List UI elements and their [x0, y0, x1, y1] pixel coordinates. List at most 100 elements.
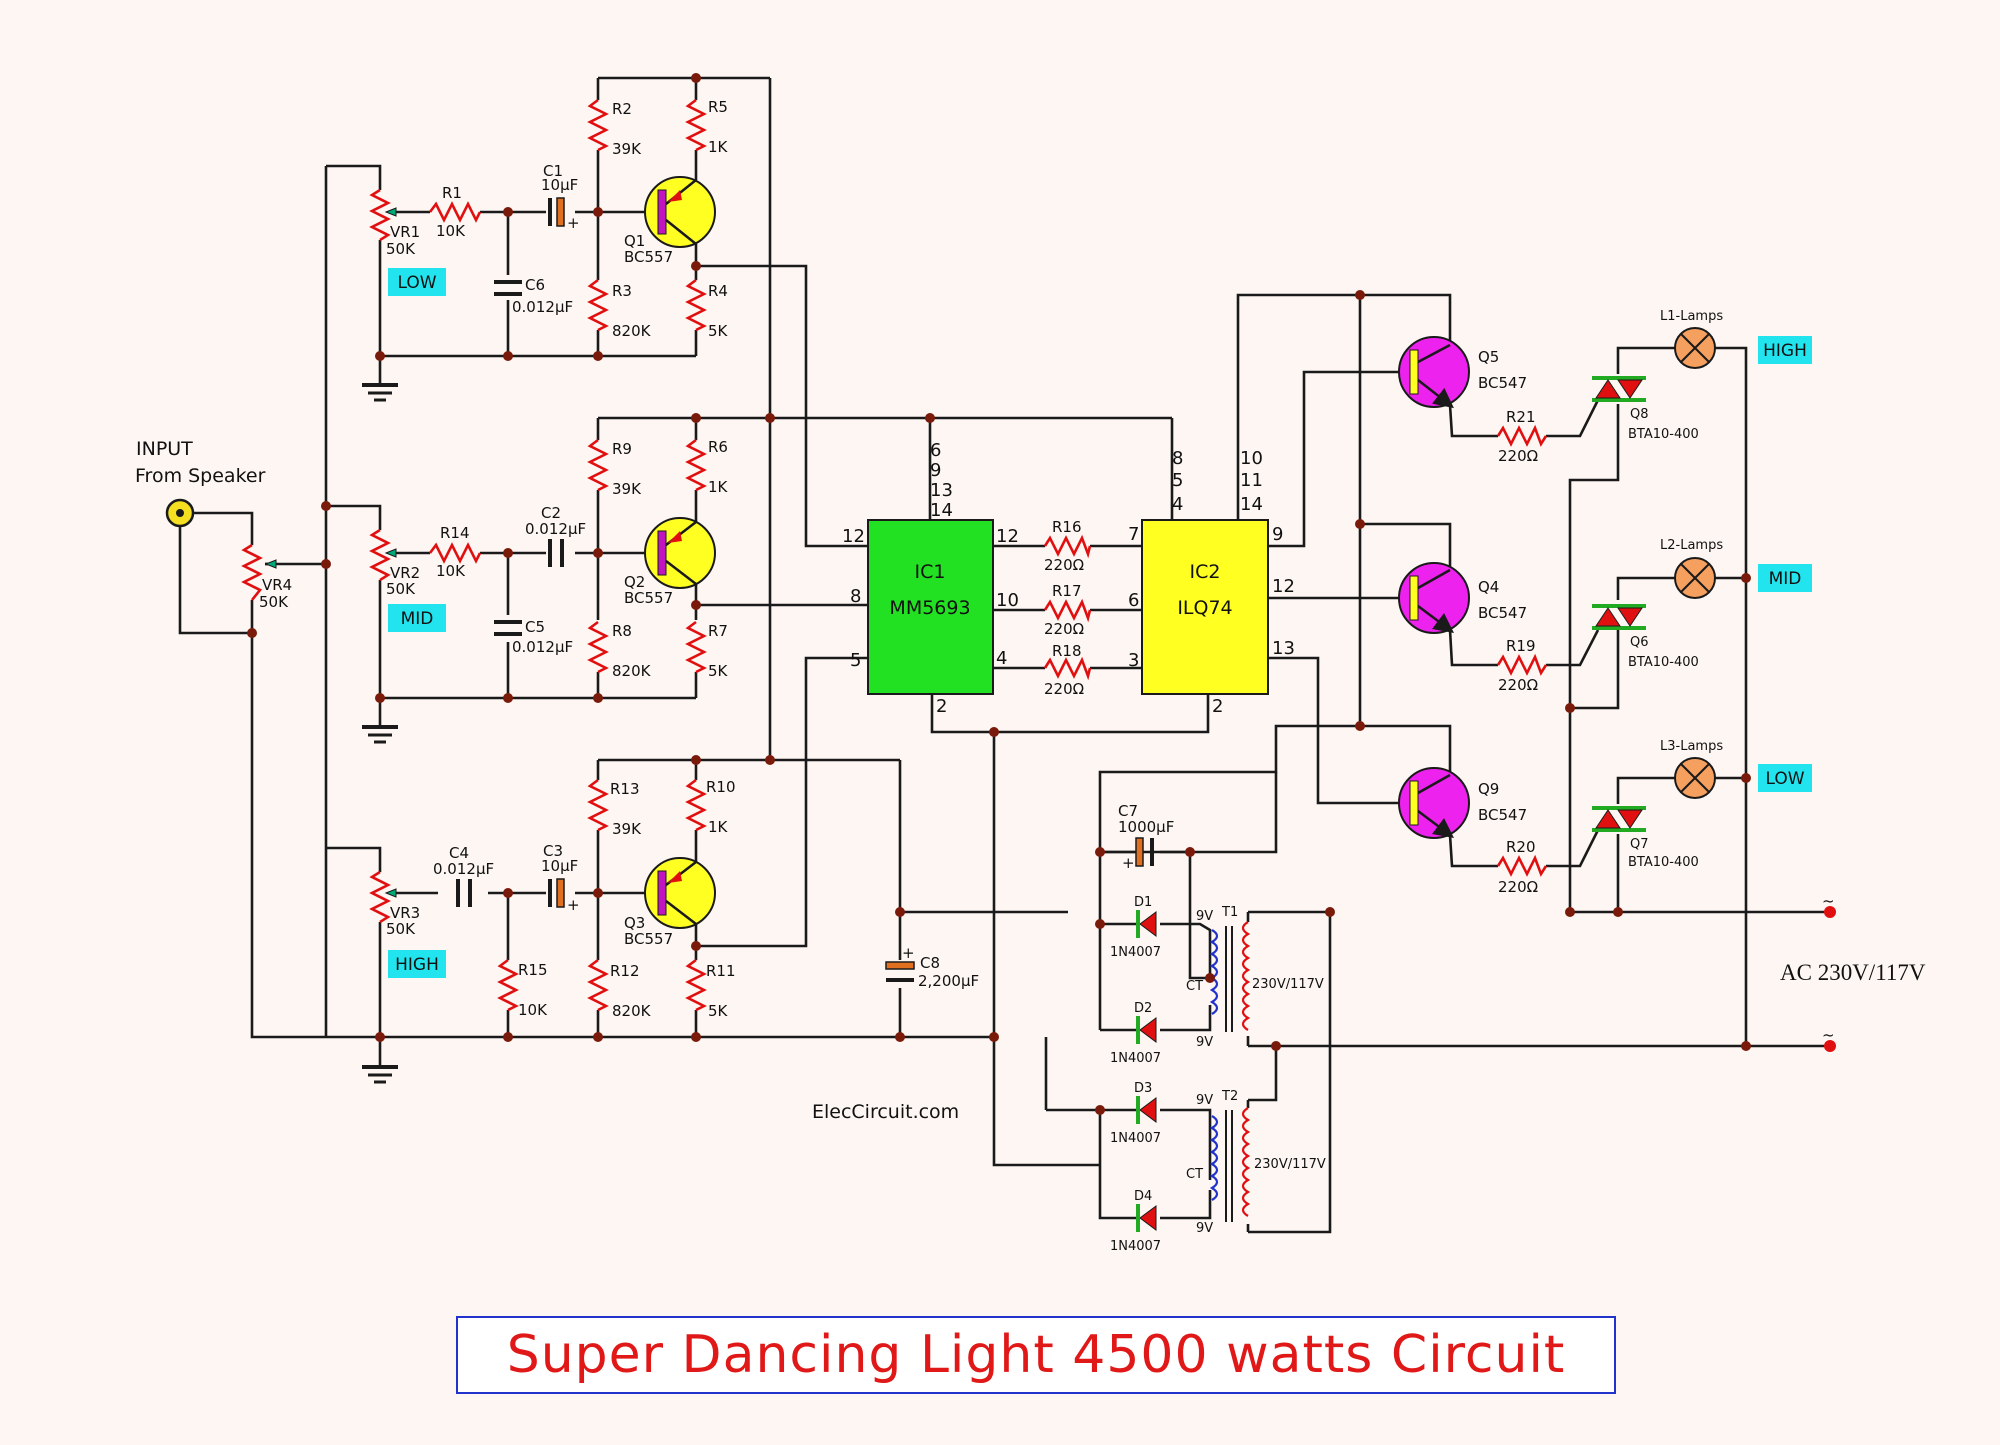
svg-text:50K: 50K	[386, 580, 416, 598]
svg-text:D2: D2	[1134, 1001, 1152, 1016]
svg-text:39K: 39K	[612, 480, 642, 498]
transformer-t2: T2 9V CT 9V 230V/117V	[1186, 1089, 1326, 1236]
svg-text:C8: C8	[920, 954, 940, 972]
svg-text:R9: R9	[612, 440, 632, 458]
ac-terminal-icon: ~	[1822, 1026, 1836, 1052]
lamp-l1-icon: L1-Lamps	[1660, 309, 1723, 369]
svg-text:IC2: IC2	[1190, 561, 1221, 583]
capacitor-c2: C2 0.012µF	[525, 504, 586, 567]
svg-text:220Ω: 220Ω	[1044, 620, 1084, 638]
svg-text:7: 7	[1128, 524, 1139, 545]
ground-icon	[362, 356, 398, 402]
svg-text:2: 2	[936, 696, 947, 717]
svg-text:D1: D1	[1134, 895, 1152, 910]
svg-text:R5: R5	[708, 98, 728, 116]
potentiometer-vr1: VR1 50K	[369, 188, 420, 258]
resistor-r6: R6 1K	[685, 438, 729, 496]
ac-supply-label: AC 230V/117V	[1780, 960, 1926, 985]
svg-text:T1: T1	[1221, 905, 1238, 920]
svg-text:1N4007: 1N4007	[1110, 1051, 1161, 1066]
input-label: INPUT	[136, 438, 193, 460]
svg-text:R19: R19	[1506, 637, 1536, 655]
svg-text:Q1: Q1	[624, 232, 645, 250]
svg-text:C4: C4	[449, 844, 469, 862]
svg-text:1N4007: 1N4007	[1110, 1131, 1161, 1146]
svg-text:5: 5	[850, 650, 861, 671]
capacitor-c4: C4 0.012µF	[433, 844, 494, 907]
svg-text:~: ~	[1822, 892, 1835, 910]
svg-text:Q5: Q5	[1478, 348, 1499, 366]
svg-text:R3: R3	[612, 282, 632, 300]
svg-text:5K: 5K	[708, 322, 729, 340]
svg-text:1N4007: 1N4007	[1110, 1239, 1161, 1254]
transformer-t1: T1 9V CT 9V 230V/117V	[1186, 905, 1324, 1050]
svg-text:6: 6	[930, 440, 941, 461]
svg-text:C7: C7	[1118, 802, 1138, 820]
svg-text:8: 8	[850, 586, 861, 607]
tag-low-right: LOW	[1758, 764, 1812, 792]
capacitor-c8: + C8 2,200µF	[885, 944, 979, 990]
svg-text:LOW: LOW	[1765, 769, 1804, 789]
wiring	[178, 76, 1830, 1234]
resistor-r10: R10 1K	[685, 778, 736, 836]
svg-text:9V: 9V	[1196, 1035, 1213, 1050]
svg-text:5: 5	[1172, 470, 1183, 491]
potentiometer-vr3: VR3 50K	[369, 870, 420, 938]
svg-text:R17: R17	[1052, 582, 1082, 600]
tag-high-right: HIGH	[1758, 336, 1812, 364]
svg-text:HIGH: HIGH	[1763, 341, 1807, 361]
svg-text:820K: 820K	[612, 322, 652, 340]
svg-text:BC557: BC557	[624, 248, 673, 266]
svg-text:39K: 39K	[612, 140, 642, 158]
svg-text:R8: R8	[612, 622, 632, 640]
svg-text:BC547: BC547	[1478, 374, 1527, 392]
ground-icon	[362, 1037, 398, 1084]
svg-text:4: 4	[1172, 494, 1183, 515]
svg-text:R21: R21	[1506, 408, 1536, 426]
svg-text:50K: 50K	[259, 593, 289, 611]
triac-q8: Q8 BTA10-400	[1592, 376, 1699, 442]
svg-text:L2-Lamps: L2-Lamps	[1660, 538, 1723, 553]
input-sublabel: From Speaker	[135, 465, 266, 487]
svg-text:Q9: Q9	[1478, 780, 1499, 798]
svg-text:11: 11	[1240, 470, 1263, 491]
triac-q6: Q6 BTA10-400	[1592, 604, 1699, 670]
svg-text:MID: MID	[1769, 569, 1802, 589]
resistor-r2: R2 39K	[587, 98, 642, 158]
potentiometer-vr2: VR2 50K	[369, 528, 420, 598]
svg-text:R7: R7	[708, 622, 728, 640]
svg-text:R16: R16	[1052, 518, 1082, 536]
svg-text:50K: 50K	[386, 240, 416, 258]
svg-text:R6: R6	[708, 438, 728, 456]
svg-text:BC557: BC557	[624, 589, 673, 607]
svg-text:BTA10-400: BTA10-400	[1628, 427, 1699, 442]
capacitor-c6: C6 0.012µF	[494, 276, 573, 316]
svg-text:Q4: Q4	[1478, 578, 1499, 596]
capacitor-c7: + C7 1000µF	[1118, 802, 1174, 872]
svg-text:Q8: Q8	[1630, 407, 1649, 422]
resistor-r9: R9 39K	[587, 438, 642, 498]
svg-text:BC557: BC557	[624, 930, 673, 948]
svg-text:R15: R15	[518, 961, 548, 979]
svg-text:4: 4	[996, 648, 1007, 669]
svg-text:R11: R11	[706, 962, 736, 980]
svg-text:Q3: Q3	[624, 914, 645, 932]
tag-mid-right: MID	[1758, 564, 1812, 592]
resistor-r20: R20 220Ω	[1496, 838, 1548, 896]
triac-q7: Q7 BTA10-400	[1592, 806, 1699, 870]
svg-text:10µF: 10µF	[541, 857, 578, 875]
svg-text:1K: 1K	[708, 818, 729, 836]
svg-text:820K: 820K	[612, 662, 652, 680]
svg-text:9V: 9V	[1196, 909, 1213, 924]
svg-text:BTA10-400: BTA10-400	[1628, 855, 1699, 870]
svg-text:Q7: Q7	[1630, 837, 1649, 852]
resistor-r3: R3 820K	[587, 278, 652, 340]
svg-text:VR3: VR3	[390, 904, 420, 922]
ground-icon	[362, 698, 398, 744]
capacitor-c3: + C3 10µF	[541, 842, 580, 914]
svg-text:C5: C5	[525, 618, 545, 636]
svg-text:R13: R13	[610, 780, 640, 798]
svg-text:L1-Lamps: L1-Lamps	[1660, 309, 1723, 324]
resistor-r11: R11 5K	[685, 958, 736, 1020]
